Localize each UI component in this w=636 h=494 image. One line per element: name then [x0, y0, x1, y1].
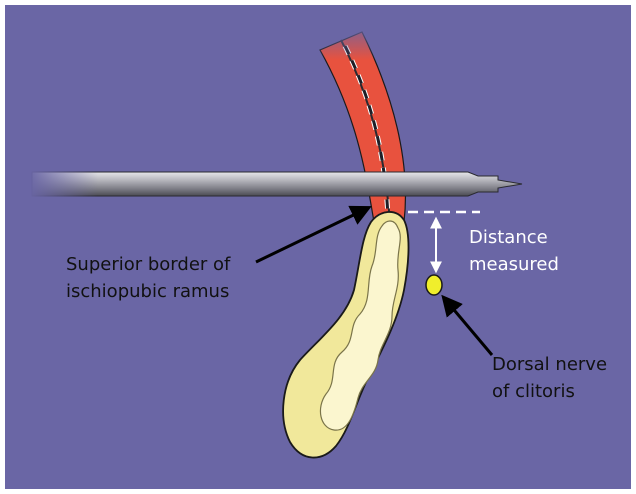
distance-label-line2: measured	[469, 254, 559, 275]
needle-probe-icon	[28, 168, 522, 200]
nerve-label-line1: Dorsal nerve	[492, 354, 607, 375]
nerve-label-line2: of clitoris	[492, 381, 575, 402]
distance-label-line1: Distance	[469, 227, 548, 248]
bone-label-line2: ischiopubic ramus	[66, 281, 229, 302]
bone-label-line1: Superior border of	[66, 254, 231, 275]
nerve-dot-icon	[426, 275, 442, 295]
